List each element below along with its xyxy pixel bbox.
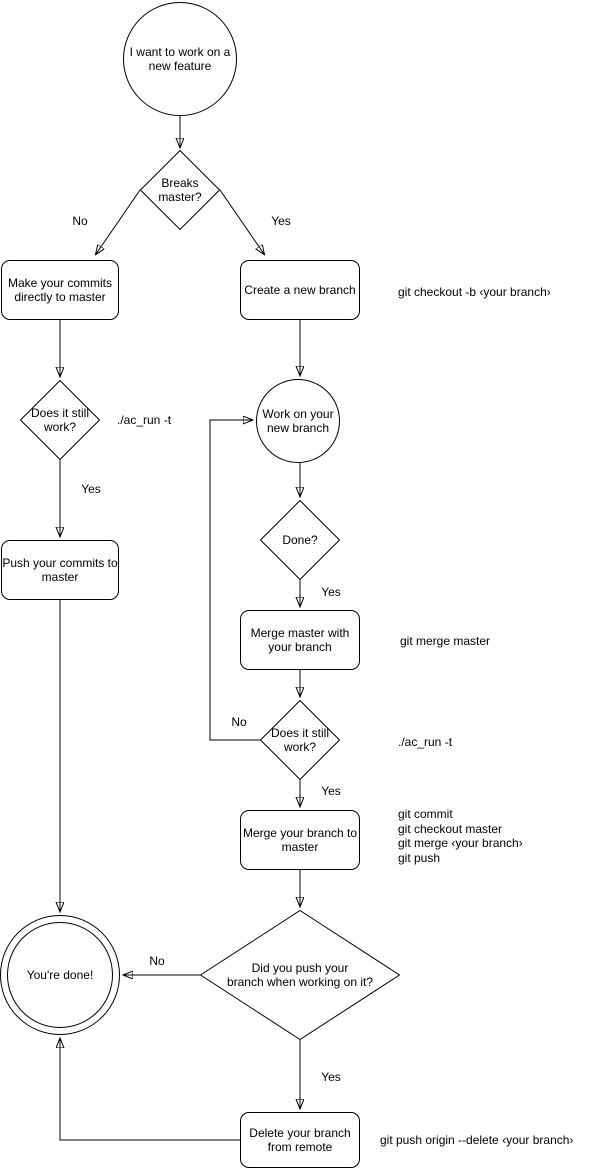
diamond-shape	[20, 380, 100, 460]
node-still-work-1-label: Does it still work?	[30, 405, 89, 434]
diamond-shape	[260, 500, 340, 580]
node-work-branch: Work on your new branch	[256, 379, 340, 463]
node-breaks-master-label: Breaks master?	[158, 175, 202, 204]
node-create-branch-label: Create a new branch	[244, 282, 356, 297]
diamond-shape	[140, 150, 220, 230]
inner-ring	[7, 922, 113, 1028]
node-youre-done-label: You're done!	[26, 967, 94, 982]
annotation-ac-run-1: ./ac_run -t	[117, 413, 172, 427]
node-delete-branch: Delete your branch from remote	[240, 1112, 360, 1168]
node-did-push: Did you push your branch when working on…	[200, 910, 400, 1040]
annotation-merge-cmds: git commit git checkout master git merge…	[398, 807, 523, 865]
node-merge-master-label: Merge master with your branch	[250, 625, 350, 654]
annotation-merge-cmd-line: git push	[398, 850, 441, 865]
node-push-commits-label: Push your commits to master	[2, 555, 118, 584]
node-push-commits: Push your commits to master	[1, 540, 119, 600]
diamond-shape	[260, 700, 340, 780]
node-merge-branch: Merge your branch to master	[240, 810, 360, 870]
node-done: Done?	[260, 500, 340, 580]
annotation-merge-cmd-line: git merge ‹your branch›	[398, 836, 523, 850]
annotation-merge-cmd-line: git commit	[398, 807, 453, 821]
node-done-label: Done?	[282, 532, 318, 547]
node-still-work-1: Does it still work?	[20, 380, 100, 460]
label-breaks-yes: Yes	[269, 214, 293, 228]
label-still1-yes: Yes	[79, 482, 103, 496]
diamond-shape	[200, 910, 400, 1040]
node-youre-done: You're done!	[0, 915, 120, 1035]
node-start: I want to work on a new feature	[123, 2, 237, 116]
node-still-work-2-label: Does it still work?	[270, 725, 329, 754]
node-make-commits: Make your commits directly to master	[1, 260, 119, 320]
node-breaks-master: Breaks master?	[140, 150, 220, 230]
node-start-label: I want to work on a new feature	[129, 44, 231, 73]
annotation-ac-run-2: ./ac_run -t	[398, 735, 453, 749]
label-push-no: No	[147, 954, 167, 968]
label-still2-no: No	[229, 715, 249, 729]
node-create-branch: Create a new branch	[240, 260, 360, 320]
node-merge-master: Merge master with your branch	[240, 610, 360, 670]
node-merge-branch-label: Merge your branch to master	[242, 825, 358, 854]
label-breaks-no: No	[70, 214, 90, 228]
node-make-commits-label: Make your commits directly to master	[7, 275, 113, 304]
annotation-merge-master-cmd: git merge master	[400, 634, 491, 648]
annotation-delete-cmd: git push origin --delete ‹your branch›	[380, 1133, 574, 1147]
label-still2-yes: Yes	[319, 784, 343, 798]
edge-breaks-yes	[219, 189, 264, 254]
edge-delete-loop	[60, 1039, 240, 1141]
node-still-work-2: Does it still work?	[260, 700, 340, 780]
node-delete-branch-label: Delete your branch from remote	[249, 1125, 351, 1154]
node-work-branch-label: Work on your new branch	[262, 406, 334, 435]
node-did-push-label: Did you push your branch when working on…	[226, 960, 374, 989]
edge-breaks-no	[96, 189, 141, 254]
label-push-yes: Yes	[319, 1070, 343, 1084]
annotation-checkout-cmd: git checkout -b ‹your branch›	[398, 285, 551, 299]
label-done-yes: Yes	[319, 585, 343, 599]
edge-still2-no-loop	[209, 420, 260, 741]
annotation-merge-cmd-line: git checkout master	[398, 821, 503, 836]
